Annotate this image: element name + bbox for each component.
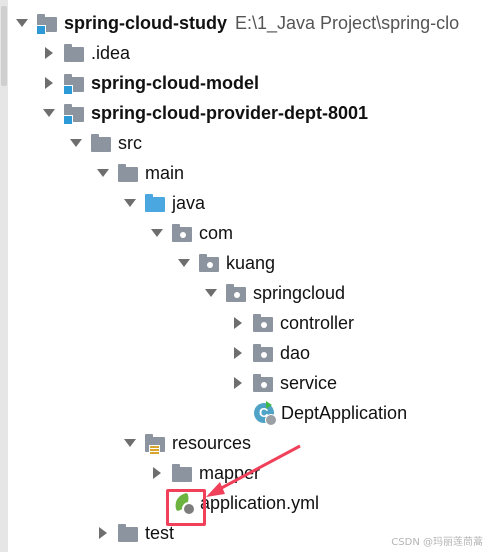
tree-node-service[interactable]: service xyxy=(226,368,337,398)
node-label: spring-cloud-study xyxy=(64,13,227,33)
annotation-highlight-box xyxy=(166,489,206,526)
tree-node-provider-dept-8001[interactable]: spring-cloud-provider-dept-8001 xyxy=(37,98,368,128)
watermark: CSDN @玛丽莲茼蒿 xyxy=(391,537,483,548)
folder-icon xyxy=(117,518,139,548)
package-icon xyxy=(252,338,274,368)
node-label: com xyxy=(199,223,234,243)
chevron-down-icon[interactable] xyxy=(199,278,225,308)
chevron-right-icon[interactable] xyxy=(37,38,63,68)
tree-node-spring-cloud-study[interactable]: spring-cloud-study E:\1_Java Project\spr… xyxy=(10,8,459,38)
package-icon xyxy=(225,278,247,308)
folder-icon xyxy=(117,158,139,188)
package-icon xyxy=(252,368,274,398)
node-label: service xyxy=(280,373,338,393)
node-label: kuang xyxy=(226,253,276,273)
node-label: spring-cloud-provider-dept-8001 xyxy=(91,103,369,123)
chevron-right-icon[interactable] xyxy=(91,518,117,548)
tree-node-resources[interactable]: resources xyxy=(118,428,251,458)
spring-config-file-icon xyxy=(172,488,196,518)
chevron-down-icon[interactable] xyxy=(10,8,36,38)
node-label: mapper xyxy=(199,463,261,483)
tree-node-springcloud[interactable]: springcloud xyxy=(199,278,345,308)
folder-icon xyxy=(90,128,112,158)
tree-node-kuang[interactable]: kuang xyxy=(172,248,275,278)
chevron-right-icon[interactable] xyxy=(226,338,252,368)
chevron-down-icon[interactable] xyxy=(172,248,198,278)
chevron-right-icon[interactable] xyxy=(37,68,63,98)
source-folder-icon xyxy=(144,188,166,218)
node-label: resources xyxy=(172,433,252,453)
chevron-right-icon[interactable] xyxy=(226,308,252,338)
tree-node-idea[interactable]: .idea xyxy=(37,38,130,68)
node-label: dao xyxy=(280,343,311,363)
tree-node-mapper[interactable]: mapper xyxy=(145,458,260,488)
tree-node-src[interactable]: src xyxy=(64,128,142,158)
chevron-right-icon[interactable] xyxy=(226,368,252,398)
chevron-down-icon[interactable] xyxy=(118,428,144,458)
module-folder-icon xyxy=(36,8,58,38)
folder-icon xyxy=(171,458,193,488)
node-label: java xyxy=(172,193,206,213)
tree-node-controller[interactable]: controller xyxy=(226,308,354,338)
tree-node-com[interactable]: com xyxy=(145,218,233,248)
project-path: E:\1_Java Project\spring-clo xyxy=(235,12,460,33)
chevron-down-icon[interactable] xyxy=(37,98,63,128)
tree-node-dao[interactable]: dao xyxy=(226,338,310,368)
package-icon xyxy=(171,218,193,248)
chevron-down-icon[interactable] xyxy=(145,218,171,248)
chevron-down-icon[interactable] xyxy=(91,158,117,188)
folder-icon xyxy=(63,38,85,68)
tree-node-application-yml[interactable]: application.yml xyxy=(172,488,319,518)
tree-node-java[interactable]: java xyxy=(118,188,205,218)
scrollbar-thumb[interactable] xyxy=(1,6,7,86)
node-label: DeptApplication xyxy=(281,403,408,423)
node-label: main xyxy=(145,163,185,183)
node-label: .idea xyxy=(91,43,131,63)
package-icon xyxy=(198,248,220,278)
node-label: test xyxy=(145,523,175,543)
module-folder-icon xyxy=(63,68,85,98)
node-label: src xyxy=(118,133,142,153)
node-label: spring-cloud-model xyxy=(91,73,259,93)
tree-node-test[interactable]: test xyxy=(91,518,174,548)
chevron-down-icon[interactable] xyxy=(118,188,144,218)
node-label: controller xyxy=(280,313,355,333)
tree-node-deptapplication[interactable]: C DeptApplication xyxy=(253,398,407,428)
vertical-scrollbar[interactable] xyxy=(0,0,8,552)
chevron-down-icon[interactable] xyxy=(64,128,90,158)
chevron-right-icon[interactable] xyxy=(145,458,171,488)
resources-folder-icon xyxy=(144,428,166,458)
node-label: application.yml xyxy=(200,493,320,513)
package-icon xyxy=(252,308,274,338)
node-label: springcloud xyxy=(253,283,346,303)
spring-boot-class-icon: C xyxy=(253,398,277,428)
module-folder-icon xyxy=(63,98,85,128)
tree-node-spring-cloud-model[interactable]: spring-cloud-model xyxy=(37,68,259,98)
tree-node-main[interactable]: main xyxy=(91,158,184,188)
